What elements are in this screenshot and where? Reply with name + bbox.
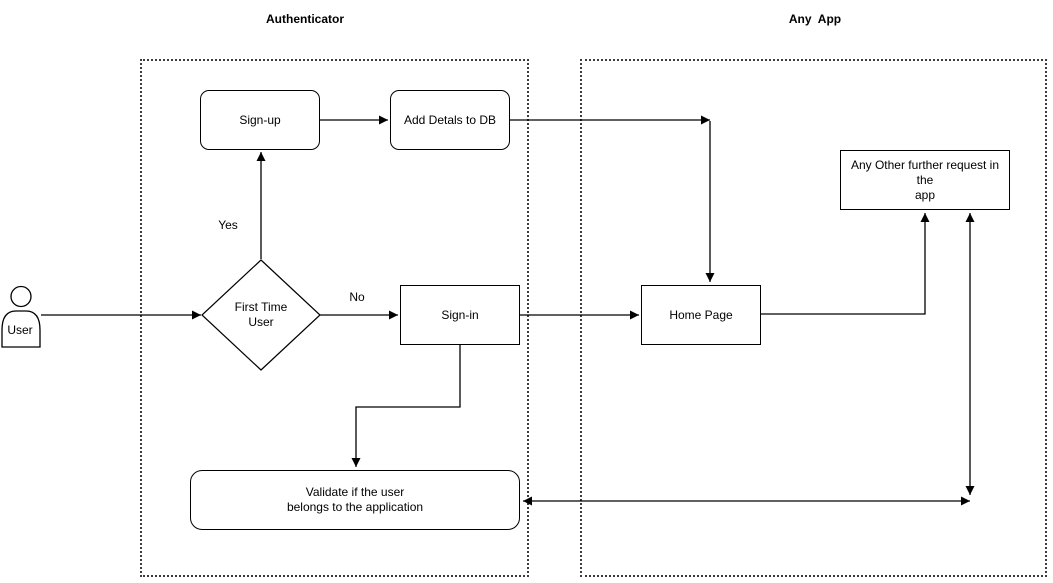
validate-label-line2: belongs to the application — [286, 500, 424, 514]
any-app-container — [580, 59, 1047, 577]
any-app-title: Any App — [788, 12, 842, 26]
validate-label-line1: Validate if the user — [305, 485, 405, 499]
sign-in-label: Sign-in — [441, 307, 479, 322]
authenticator-title: Authenticator — [266, 12, 344, 26]
user-actor-body — [1, 310, 41, 348]
edge-homepage-to-anyother — [761, 213, 930, 315]
edge-label-no: No — [349, 290, 365, 304]
node-validate-user[interactable]: Validate if the user belongs to the appl… — [190, 470, 520, 530]
edge-signin-to-validate — [351, 345, 461, 467]
sign-up-label: Sign-up — [239, 112, 281, 127]
authenticator-container — [140, 59, 529, 577]
any-other-label-line1: Any Other further request in the — [850, 157, 1000, 187]
node-add-details-to-db[interactable]: Add Detals to DB — [390, 90, 510, 150]
node-sign-up[interactable]: Sign-up — [200, 90, 320, 150]
add-details-label: Add Detals to DB — [403, 112, 497, 127]
node-home-page[interactable]: Home Page — [641, 285, 761, 345]
edge-label-yes: Yes — [218, 218, 238, 232]
user-actor[interactable] — [1, 285, 41, 348]
node-sign-in[interactable]: Sign-in — [400, 285, 520, 345]
home-page-label: Home Page — [669, 307, 733, 322]
first-time-user-decision[interactable] — [201, 259, 321, 371]
node-any-other-request[interactable]: Any Other further request in the app — [840, 150, 1010, 210]
user-actor-label: User — [7, 323, 33, 337]
any-other-label-line2: app — [914, 187, 936, 202]
user-actor-head — [10, 285, 32, 308]
